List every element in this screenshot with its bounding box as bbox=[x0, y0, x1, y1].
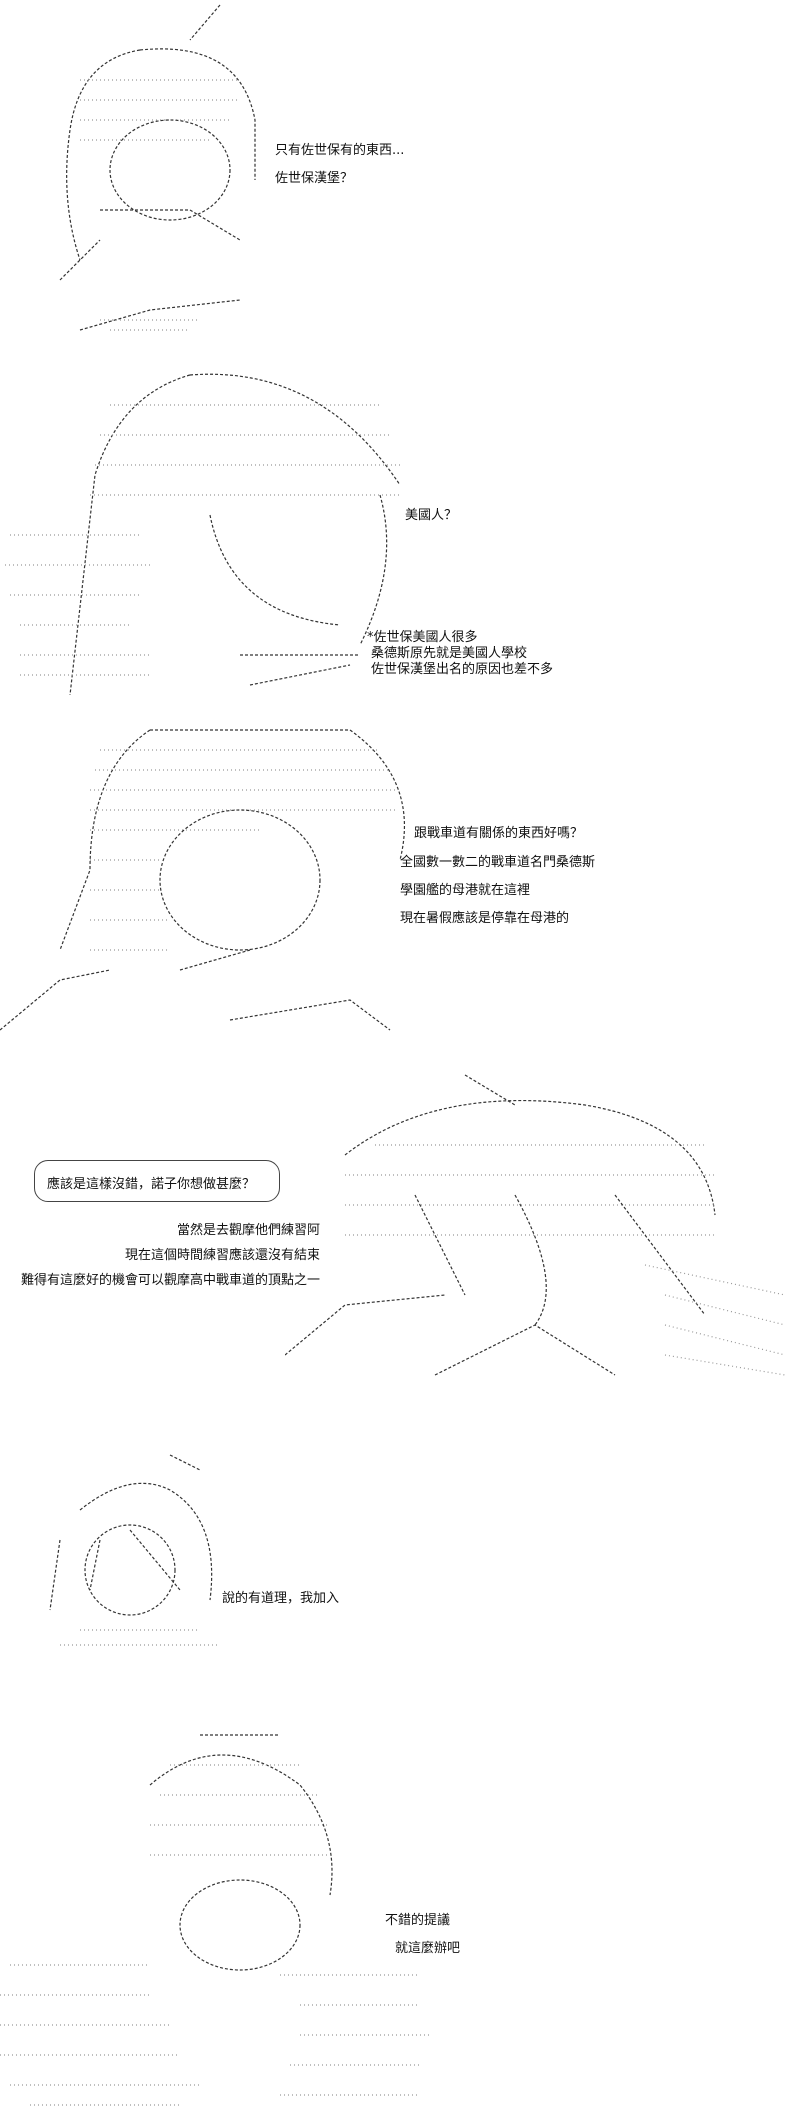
speech-bubble-text: 應該是這樣沒錯，諾子你想做甚麼？ bbox=[47, 1177, 256, 1192]
dialogue-line: 當然是去觀摩他們練習阿 bbox=[176, 1223, 320, 1238]
dialogue-line: 跟戰車道有關係的東西好嗎？ bbox=[414, 826, 584, 841]
dialogue-line: 不錯的提議 bbox=[385, 1913, 451, 1928]
ascii-art-character-6 bbox=[0, 1734, 430, 2106]
dialogue-line: 就這麼辦吧 bbox=[395, 1941, 461, 1956]
dialogue-line: 全國數一數二的戰車道名門桑德斯 bbox=[400, 855, 596, 870]
ascii-art-character-1 bbox=[59, 4, 256, 331]
ascii-art-character-3 bbox=[0, 729, 406, 1031]
dialogue-line: 佐世保漢堡？ bbox=[275, 171, 354, 186]
ascii-art-character-4 bbox=[285, 1074, 786, 1376]
dialogue-line: 學園艦的母港就在這裡 bbox=[400, 883, 531, 898]
ascii-art-character-2 bbox=[5, 373, 401, 695]
dialogue-line: 現在暑假應該是停靠在母港的 bbox=[400, 911, 570, 926]
dialogue-line: 難得有這麼好的機會可以觀摩高中戰車道的頂點之一 bbox=[20, 1273, 320, 1288]
dialogue-line: 現在這個時間練習應該還沒有結束 bbox=[124, 1248, 320, 1263]
dialogue-line: 美國人？ bbox=[405, 508, 458, 523]
dialogue-line: 說的有道理，我加入 bbox=[222, 1591, 340, 1606]
dialogue-line: 只有佐世保有的東西... bbox=[275, 143, 405, 158]
footnote-line: *佐世保美國人很多 bbox=[367, 630, 478, 645]
speech-bubble: 應該是這樣沒錯，諾子你想做甚麼？ bbox=[34, 1160, 280, 1202]
footnote-line: 桑德斯原先就是美國人學校 bbox=[371, 646, 528, 661]
footnote-line: 佐世保漢堡出名的原因也差不多 bbox=[371, 662, 554, 677]
ascii-art-character-5 bbox=[49, 1454, 220, 1646]
